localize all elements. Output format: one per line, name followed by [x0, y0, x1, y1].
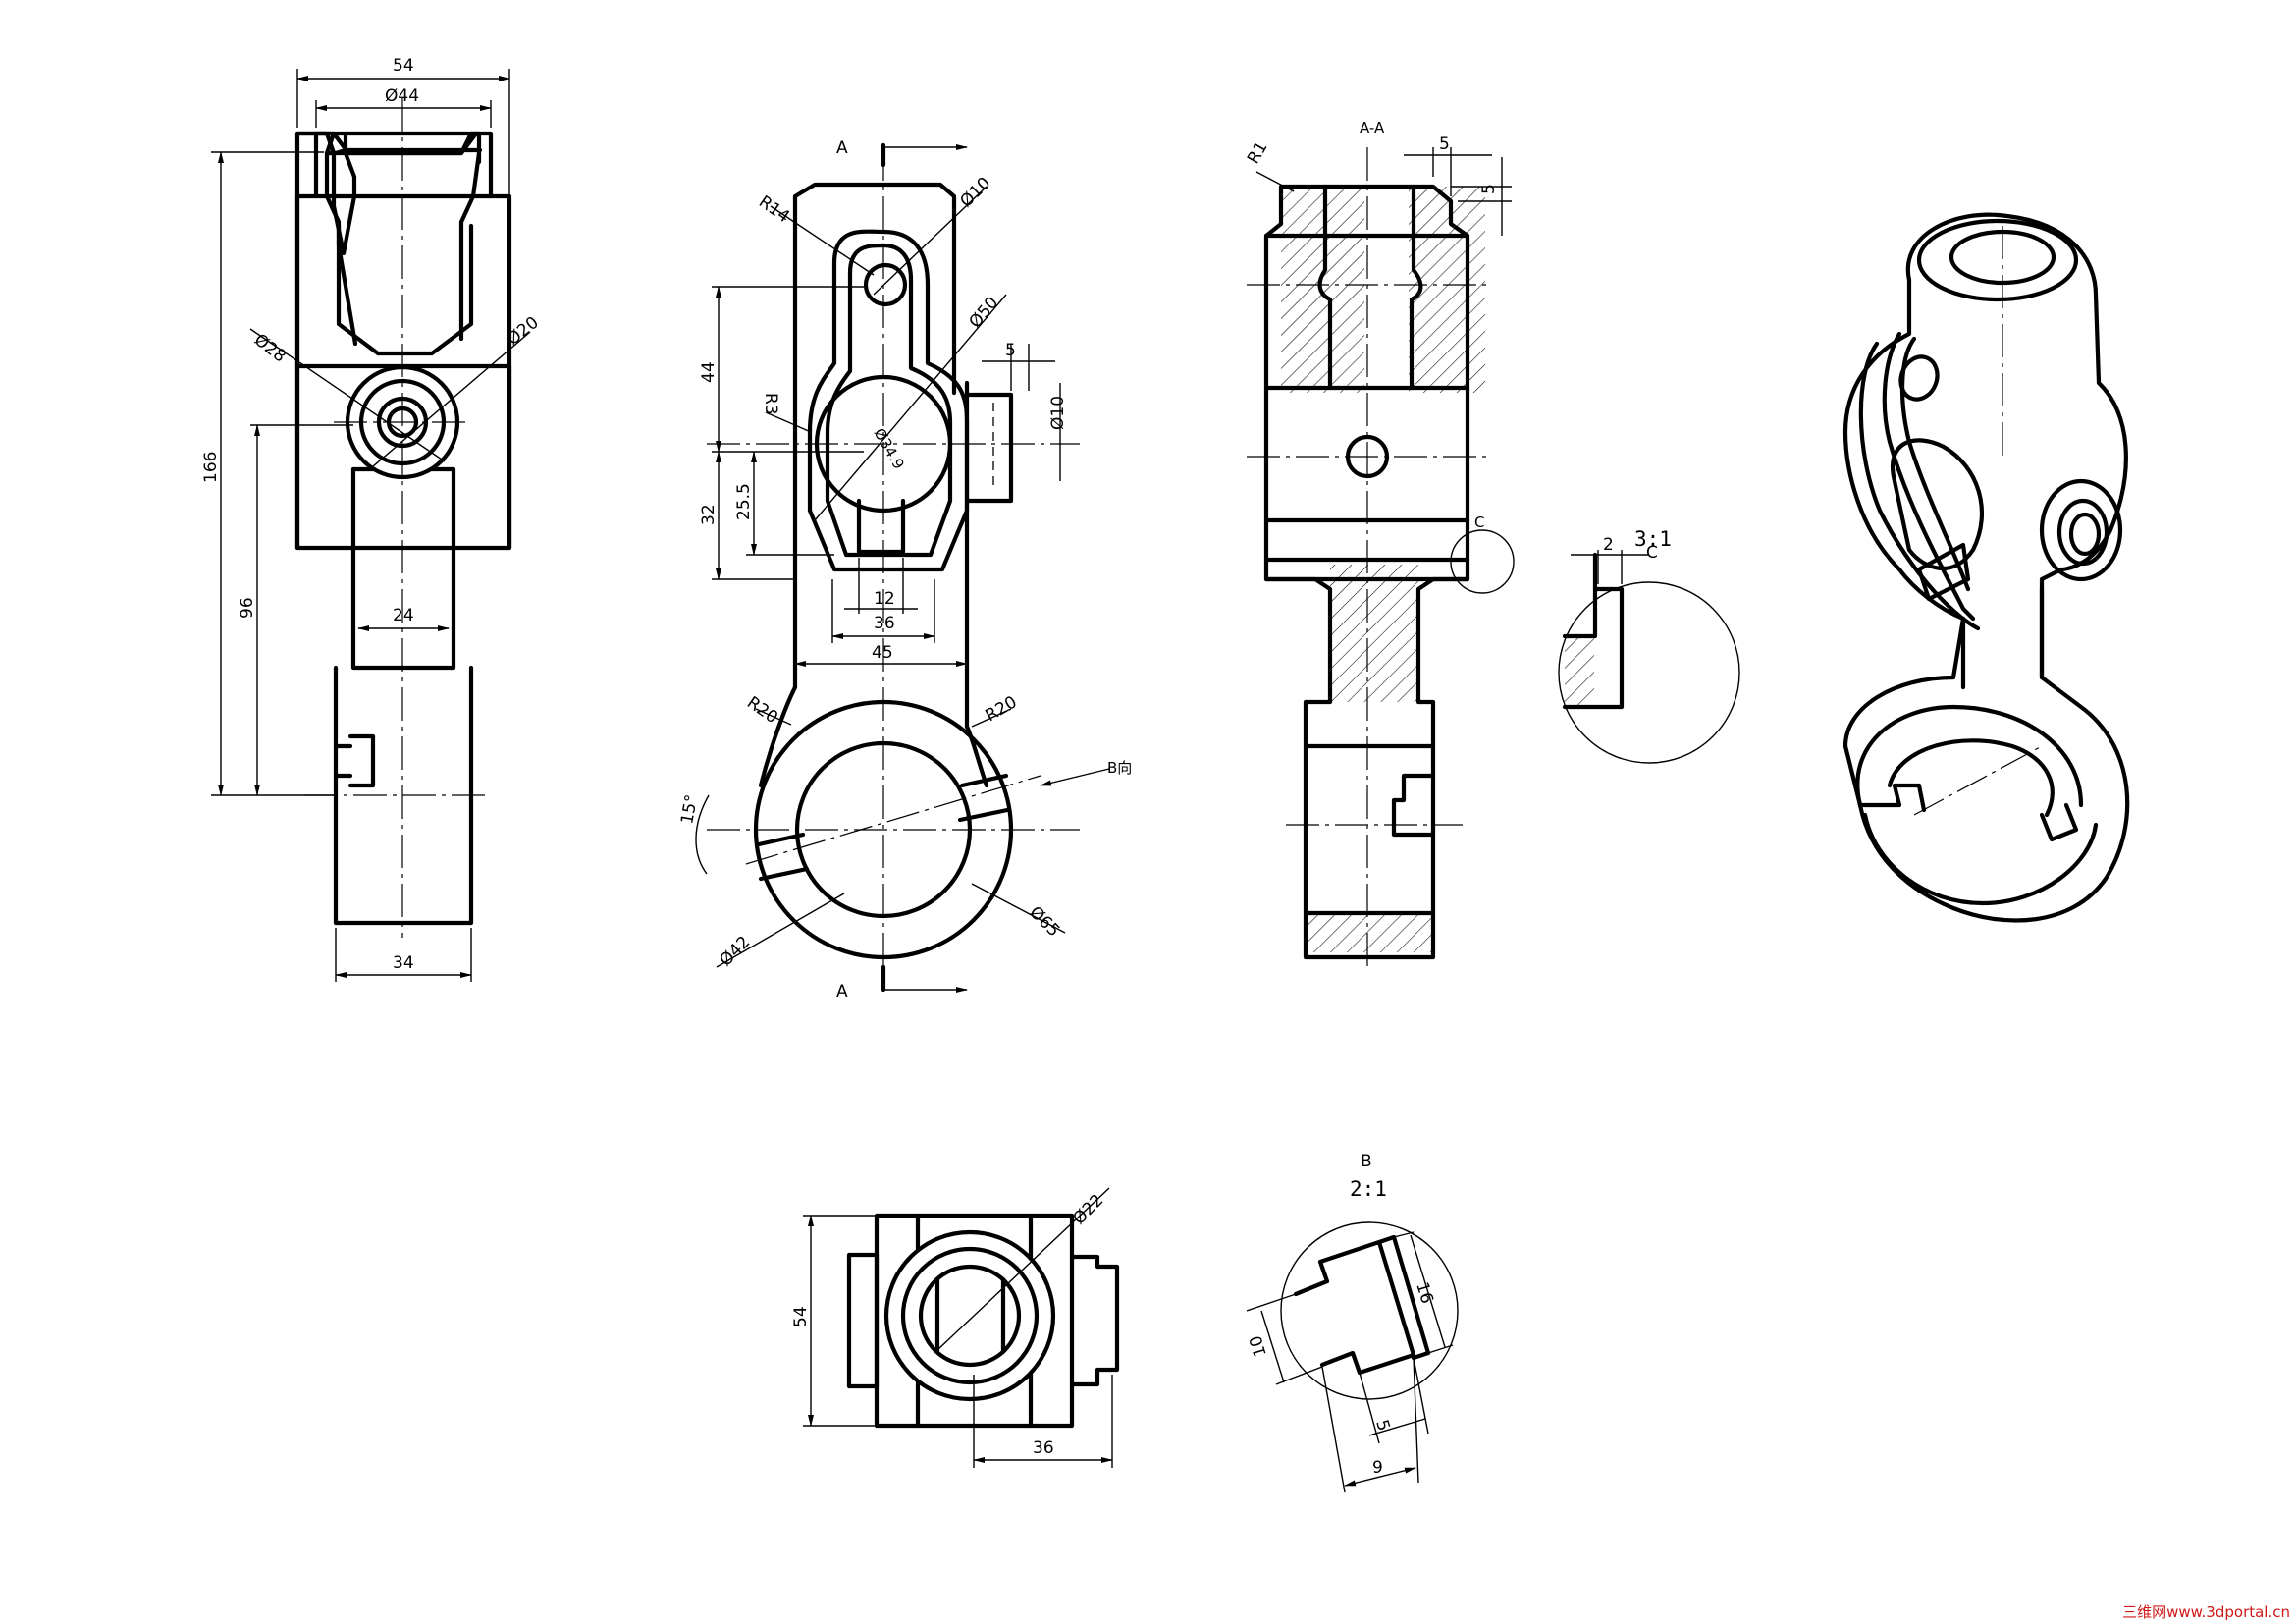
detail-c-circle	[1558, 581, 1740, 764]
watermark: 三维网www.3dportal.cn	[2122, 1603, 2290, 1621]
detail-c-marker-label: C	[1474, 514, 1484, 531]
section-hatch-base	[1306, 913, 1433, 952]
section-dim-r1: R1	[1244, 138, 1272, 168]
section-hatch-stem	[1330, 565, 1418, 702]
iso-side-boss-inner	[2056, 498, 2109, 567]
section-a-bottom-label: A	[836, 982, 848, 1001]
front-dim-96: 96	[238, 597, 257, 619]
detail-b-title: B	[1361, 1152, 1372, 1171]
front-dim-166: 166	[201, 452, 221, 483]
detail-c-view: C 3:1 2	[1558, 527, 1740, 764]
section-a-top-label: A	[836, 138, 848, 158]
section-aa-view: A-A C R1 5 5	[1244, 119, 1515, 967]
side-dim-5: 5	[1005, 341, 1016, 360]
detail-b-scale: 2:1	[1350, 1177, 1387, 1201]
detail-b-view: B 2:1 16 10 5 9	[1246, 1152, 1459, 1493]
side-arm-left	[758, 684, 798, 788]
detail-b-dim-10: 10	[1246, 1333, 1270, 1360]
side-boss	[964, 392, 1014, 504]
side-dim-36: 36	[874, 614, 895, 633]
side-dim-r14: R14	[755, 192, 793, 228]
side-dim-r3: R3	[761, 393, 780, 415]
section-dim-5-side: 5	[1479, 184, 1499, 194]
detail-b-circle	[1280, 1221, 1459, 1400]
bottom-dim-54: 54	[791, 1306, 811, 1327]
section-aa-title: A-A	[1360, 119, 1385, 136]
side-dim-d65: Ø65	[1025, 902, 1063, 941]
front-view-outline	[294, 131, 512, 926]
detail-b-dim-9: 9	[1372, 1458, 1383, 1478]
side-dim-d50: Ø50	[966, 294, 1003, 333]
side-dim-45: 45	[872, 643, 893, 663]
side-small-hole	[863, 262, 908, 307]
detail-c-dim-2: 2	[1603, 535, 1614, 555]
front-dim-d28: Ø28	[250, 330, 290, 366]
detail-b-dim-16: 16	[1412, 1280, 1436, 1307]
side-slot-inner	[825, 243, 953, 558]
side-keyway	[856, 498, 906, 555]
detail-c-title: C	[1646, 543, 1658, 563]
bottom-mid-circle	[900, 1246, 1040, 1385]
side-dim-12: 12	[874, 589, 895, 609]
bottom-view: Ø22 54 36	[791, 1187, 1120, 1468]
side-slot-outer	[807, 229, 970, 572]
side-dim-25-5: 25.5	[734, 483, 754, 520]
bottom-outer-circle	[883, 1229, 1056, 1402]
iso-top-boss-outer	[1916, 218, 2079, 302]
view-b-arrow-label: B向	[1107, 759, 1132, 777]
isometric-view	[1842, 212, 2130, 923]
front-dim-54: 54	[393, 56, 414, 76]
side-dim-r20-right: R20	[983, 692, 1021, 726]
front-dim-24: 24	[393, 606, 414, 625]
side-dim-d10: Ø10	[956, 174, 994, 212]
bottom-dim-36: 36	[1033, 1438, 1054, 1458]
detail-c-marker-circle	[1450, 529, 1515, 594]
front-dim-34: 34	[393, 953, 414, 973]
side-dim-r20-left: R20	[743, 693, 781, 729]
iso-side-boss-outer	[2039, 478, 2123, 582]
detail-b-profile	[1293, 1239, 1416, 1376]
detail-c-scale: 3:1	[1634, 527, 1672, 551]
front-view: 54 Ø44 Ø28 Ø20 166 96 24 34	[201, 56, 543, 982]
section-dim-5-top: 5	[1439, 135, 1450, 154]
side-dim-44: 44	[699, 361, 719, 383]
side-view: A A R14 Ø10 Ø50 44 R3 Ø34.9 5 Ø10 32 25.…	[677, 138, 1132, 1001]
bottom-dim-d22: Ø22	[1069, 1191, 1107, 1229]
side-dim-32: 32	[699, 504, 719, 525]
side-body-upper	[792, 182, 957, 396]
bottom-inner-circle	[918, 1264, 1022, 1368]
iso-small-hole	[1898, 354, 1940, 402]
front-dim-d44: Ø44	[385, 86, 419, 106]
side-dim-side-d10: Ø10	[1048, 396, 1068, 430]
iso-bore	[1891, 438, 1984, 570]
